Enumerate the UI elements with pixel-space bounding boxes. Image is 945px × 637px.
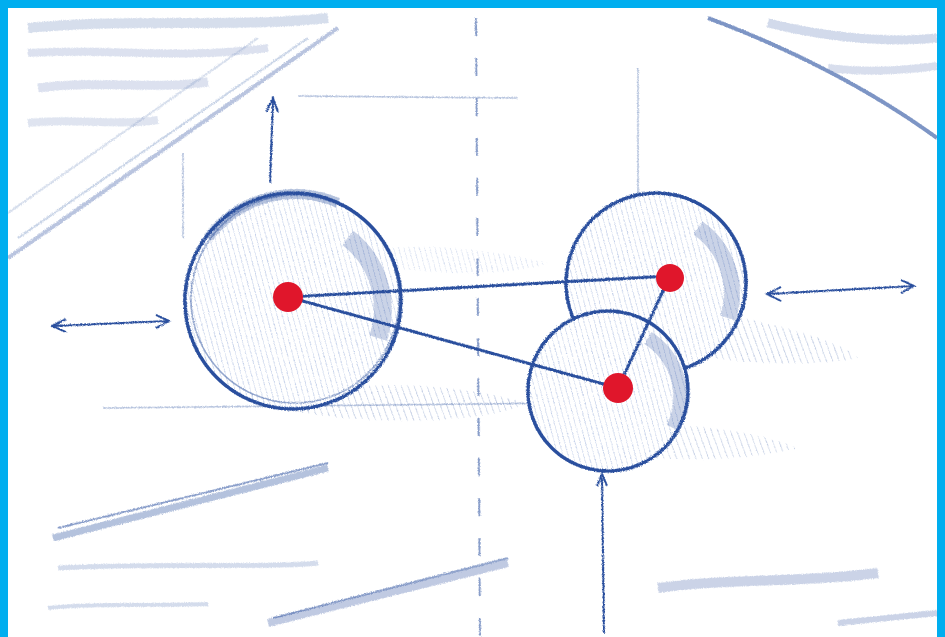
horizontal-arrow-left <box>52 315 169 332</box>
vertical-arrow-right <box>597 474 607 633</box>
sphere-sketch <box>8 8 937 637</box>
background-scribble-bottom <box>48 463 937 623</box>
center-point-right-back <box>656 264 684 292</box>
horizontal-arrow-right <box>767 280 914 301</box>
center-point-left <box>273 282 303 312</box>
vertical-arrow-left <box>266 98 278 183</box>
dashed-center-line <box>476 18 480 637</box>
center-point-right-front <box>603 373 633 403</box>
background-scribble-top-right <box>708 18 937 138</box>
